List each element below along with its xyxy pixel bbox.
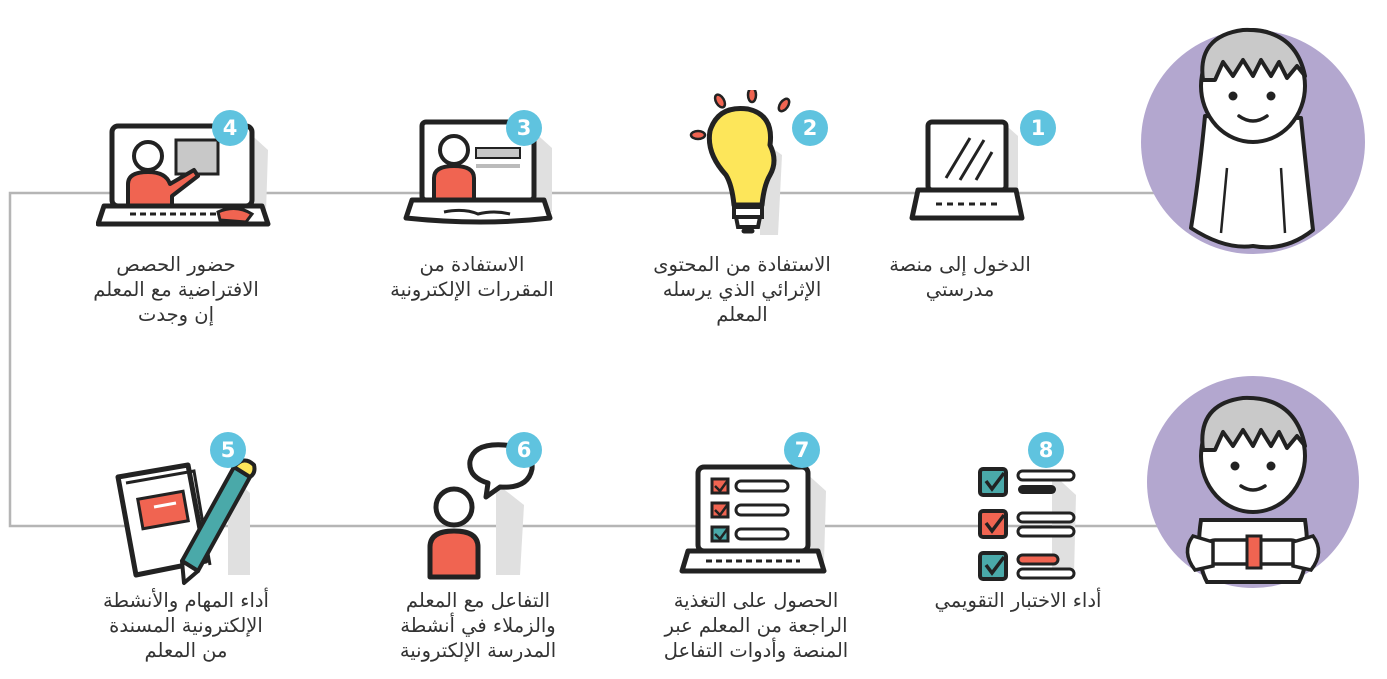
step-label: الحصول على التغذية الراجعة من المعلم عبر… [663,589,849,662]
step-label: الدخول إلى منصة مدرستي [889,253,1031,301]
step-label: أداء الاختبار التقويمي [934,589,1102,612]
person-speech-icon [427,442,535,580]
laptop-checklist-icon [679,464,827,574]
step-number-badge: 1 [1020,110,1056,146]
step-number-badge: 2 [792,110,828,146]
laptop-course-icon [403,119,553,225]
laptop-teacher-icon [96,123,271,227]
step-label: الاستفادة من المقررات الإلكترونية [390,253,554,301]
step-number-badge: 5 [210,432,246,468]
step-label: حضور الحصص الافتراضية مع المعلم إن وجدت [93,253,259,326]
step-number-badge: 8 [1028,432,1064,468]
step-number-badge: 4 [212,110,248,146]
step-number-badge: 6 [506,432,542,468]
step-label: الاستفادة من المحتوى الإثرائي الذي يرسله… [653,253,831,326]
graduate-avatar [1147,376,1359,588]
step-number-badge: 3 [506,110,542,146]
laptop-icon [909,119,1025,221]
step-label: التفاعل مع المعلم والزملاء في أنشطة المد… [399,589,557,662]
lightbulb-icon [689,90,810,235]
student-avatar [1141,27,1365,254]
step-number-badge: 7 [784,432,820,468]
notebook-pencil-icon [115,458,257,585]
step-label: أداء المهام والأنشطة الإلكترونية المسندة… [103,589,269,662]
checklist-icon [978,467,1076,581]
